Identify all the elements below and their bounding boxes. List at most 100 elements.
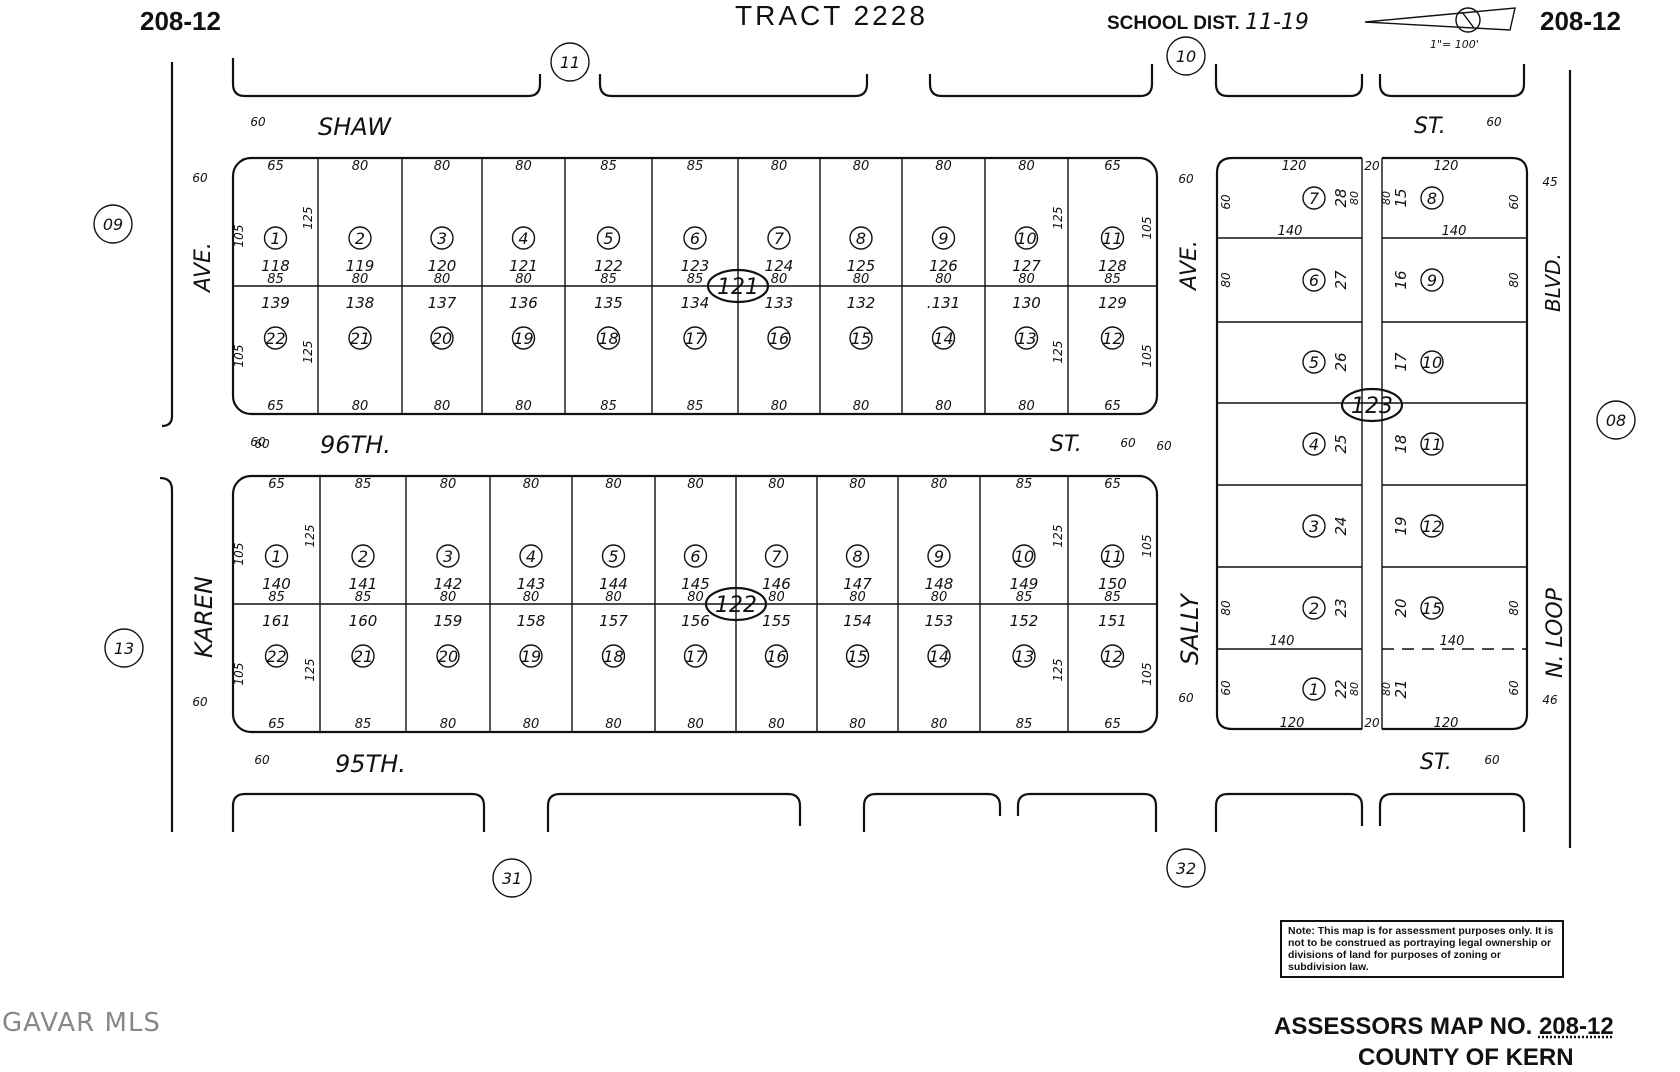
tract-lot-number: 15	[1392, 188, 1410, 207]
street-width: 60	[1178, 172, 1194, 186]
frontage-bottom: 85	[1016, 717, 1033, 732]
lot-number: 7	[771, 547, 782, 566]
tract-lot-number: 152	[1010, 612, 1039, 630]
lot-number: 17	[685, 329, 706, 348]
lot-number: 15	[851, 329, 871, 348]
lot-number: 8	[856, 229, 866, 248]
lot-number: 4	[518, 229, 528, 248]
tract-lot-number: 156	[681, 612, 710, 630]
assessor-number: 208-12	[1539, 1013, 1614, 1040]
street-shaw: SHAW	[318, 113, 392, 141]
frontage-top: 80	[931, 477, 948, 492]
tract-lot-number: 135	[594, 294, 623, 312]
block-122: 6565851140161228585852141160218080803142…	[232, 476, 1157, 732]
tract-lot-number: 138	[346, 294, 375, 312]
school-district: SCHOOL DIST. 11-19	[1107, 10, 1309, 35]
frontage-top: 80	[352, 159, 369, 174]
tract-lot-number: 139	[261, 294, 290, 312]
street-width: 60	[1486, 115, 1502, 129]
lot-depth: 125	[1051, 341, 1065, 364]
lot-number: 19	[513, 329, 533, 348]
dim: 80	[1507, 272, 1521, 288]
adjacent-map-number: 13	[114, 639, 134, 658]
lot-depth: 125	[303, 525, 317, 548]
lot-depth: 125	[301, 341, 315, 364]
dim: 140	[1440, 634, 1465, 649]
frontage-bottom: 80	[515, 399, 532, 414]
dim: 120	[1434, 159, 1459, 174]
lot-number: 20	[432, 329, 452, 348]
lot-number: 13	[1016, 329, 1036, 348]
frontage-top: 80	[440, 477, 457, 492]
frontage-top: 80	[935, 159, 952, 174]
lot-number: 14	[929, 647, 949, 666]
tract-lot-number: 153	[925, 612, 954, 630]
tract-lot-number: 147	[843, 575, 872, 593]
frontage-bottom: 85	[687, 399, 704, 414]
tract-lot-number: 143	[517, 575, 546, 593]
lot-depth: 125	[1051, 525, 1065, 548]
dim: 80	[1380, 191, 1393, 205]
frontage-top: 80	[1018, 159, 1035, 174]
tract-lot-number: 20	[1392, 598, 1410, 617]
tract-lot-number: 141	[349, 575, 378, 593]
lot-depth: 105	[232, 543, 246, 566]
frontage-top: 80	[434, 159, 451, 174]
street-width: 60	[250, 115, 266, 129]
disclaimer-note: Note: This map is for assessment purpose…	[1280, 920, 1564, 978]
frontage-bottom: 80	[849, 717, 866, 732]
street-width: 60	[192, 171, 208, 185]
adjacent-map-number: 31	[502, 869, 522, 888]
frontage-bottom: 80	[935, 399, 952, 414]
dim: 46	[1542, 693, 1558, 707]
street-95th: 95TH.	[335, 750, 406, 778]
street-width: 60	[1484, 753, 1500, 767]
frontage-bottom: 80	[853, 399, 870, 414]
lot-number: 14	[933, 329, 953, 348]
tract-lot-number: 142	[434, 575, 463, 593]
street-sally: SALLY	[1176, 592, 1204, 665]
tract-title: TRACT 2228	[735, 0, 928, 32]
lot-number: 7	[774, 229, 785, 248]
lot-number: 3	[437, 229, 447, 248]
tract-lot-number: 154	[843, 612, 872, 630]
street-nloop: N. LOOP	[1543, 587, 1568, 678]
block-121: 6565851118139228080802119138218080803120…	[232, 158, 1157, 414]
lot-number: 1	[1309, 680, 1319, 699]
tract-lot-number: 127	[1012, 257, 1041, 275]
street-width: 60	[254, 753, 270, 767]
frontage-top: 80	[849, 477, 866, 492]
lot-number: 19	[521, 647, 541, 666]
street-width: 60	[1178, 691, 1194, 705]
dim: 60	[1507, 194, 1521, 210]
frontage-bottom: 80	[523, 717, 540, 732]
street-96th-st: ST.	[1050, 432, 1082, 457]
frontage-top: 85	[600, 159, 617, 174]
tract-lot-number: 21	[1392, 679, 1410, 698]
lot-depth: 105	[1140, 217, 1154, 240]
dim: 140	[1270, 634, 1295, 649]
dim: 140	[1278, 224, 1303, 239]
tract-lot-number: 17	[1392, 352, 1410, 372]
adjacent-map-number: 10	[1176, 47, 1196, 66]
tract-lot-number: 124	[765, 257, 794, 275]
tract-lot-number: 157	[599, 612, 628, 630]
lot-number: 8	[852, 547, 862, 566]
tract-lot-number: 25	[1332, 434, 1350, 453]
street-width: 60	[192, 695, 208, 709]
tract-lot-number: 18	[1392, 434, 1410, 453]
frontage-top: 80	[853, 159, 870, 174]
dim: 60	[1219, 680, 1233, 696]
frontage-bottom: 80	[440, 717, 457, 732]
lot-number: 6	[690, 229, 700, 248]
lot-number: 10	[1016, 229, 1036, 248]
street-sally-ave: AVE.	[1177, 240, 1202, 292]
tract-lot-number: 140	[262, 575, 291, 593]
school-value: 11-19	[1245, 10, 1309, 35]
frontage-bottom: 80	[687, 717, 704, 732]
lot-number: 5	[1309, 353, 1319, 372]
lot-number: 9	[938, 229, 948, 248]
lot-number: 21	[350, 329, 370, 348]
lot-number: 15	[1422, 599, 1442, 618]
frontage-top: 80	[771, 159, 788, 174]
